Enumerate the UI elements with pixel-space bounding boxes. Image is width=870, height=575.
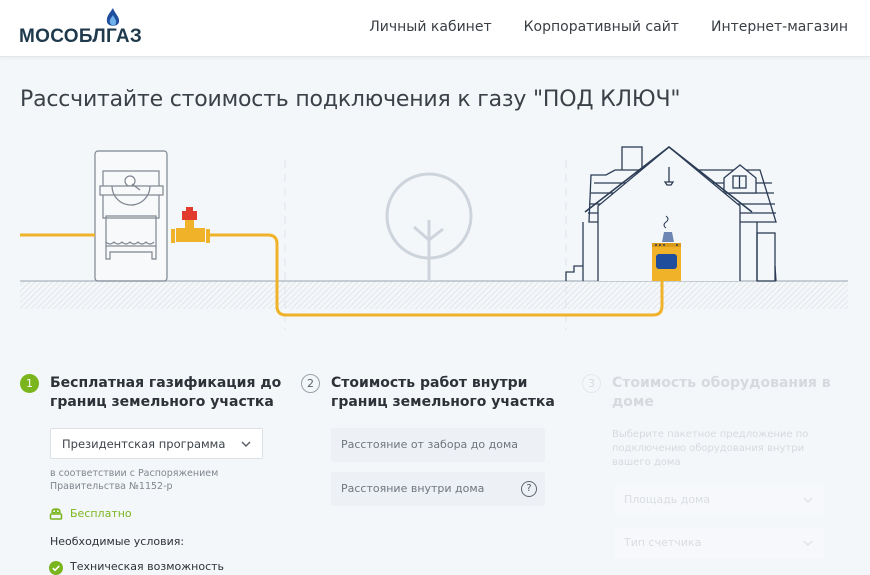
program-select-value: Президентская программа (62, 437, 226, 451)
nav-link-personal-account[interactable]: Личный кабинет (369, 19, 492, 35)
meter-type-select[interactable]: Тип счетчика (614, 528, 824, 558)
desc-line1: Выберите пакетное предложение по (612, 429, 809, 440)
step-title-line2: доме (612, 394, 654, 410)
gas-meter-cabinet-icon (94, 150, 168, 282)
step-title-line1: Стоимость оборудования в (612, 375, 831, 391)
select-placeholder: Площадь дома (624, 493, 711, 506)
valve-icon (171, 207, 210, 243)
house-area-select[interactable]: Площадь дома (614, 485, 824, 515)
step-number-badge: 3 (582, 374, 601, 393)
top-nav: Личный кабинет Корпоративный сайт Интерн… (369, 19, 848, 35)
desc-line3: вашего дома (612, 457, 681, 468)
wallet-free-icon (49, 508, 63, 520)
input-placeholder: Расстояние внутри дома (341, 482, 485, 495)
note-line2: Правительства №1152-р (50, 481, 173, 492)
equipment-description: Выберите пакетное предложение по подключ… (612, 428, 808, 470)
stove-icon (652, 215, 681, 281)
gas-connection-illustration (20, 145, 848, 330)
flame-icon (106, 8, 120, 26)
chevron-down-icon (241, 441, 251, 447)
regulation-note: в соответствии с Распоряжением Правитель… (50, 467, 218, 493)
help-question-icon[interactable]: ? (521, 481, 537, 497)
nav-link-online-store[interactable]: Интернет-магазин (710, 19, 848, 35)
fence-to-house-distance-input[interactable]: Расстояние от забора до дома (331, 428, 545, 462)
nav-link-corporate-site[interactable]: Корпоративный сайт (523, 19, 679, 35)
inside-house-distance-input[interactable]: Расстояние внутри дома ? (331, 472, 545, 506)
input-placeholder: Расстояние от забора до дома (341, 438, 518, 451)
price-free-label: Бесплатно (70, 507, 132, 520)
tree-icon (385, 172, 473, 281)
site-header: МОСОБЛГАЗ Личный кабинет Корпоративный с… (0, 0, 870, 57)
chevron-down-icon (803, 497, 813, 503)
select-placeholder: Тип счетчика (624, 536, 702, 549)
logo-text: МОСОБЛГАЗ (19, 26, 143, 47)
step-title-line2: границ земельного участка (331, 394, 555, 410)
page-title: Рассчитайте стоимость подключения к газу… (20, 87, 681, 112)
ground-hatch (20, 281, 848, 309)
step-number-badge: 1 (20, 374, 39, 393)
condition-item: Техническая возможность (70, 560, 225, 573)
step-number-badge: 2 (301, 374, 320, 393)
check-circle-icon (49, 561, 63, 575)
step-title-line1: Стоимость работ внутри (331, 375, 528, 391)
conditions-label: Необходимые условия: (50, 535, 185, 548)
note-line1: в соответствии с Распоряжением (50, 468, 219, 479)
step-title-line2: границ земельного участка (50, 394, 274, 410)
house-icon (565, 145, 777, 282)
chevron-down-icon (803, 540, 813, 546)
desc-line2: подключению оборудования внутри (612, 443, 805, 454)
step-title-line1: Бесплатная газификация до (50, 375, 282, 391)
program-select[interactable]: Президентская программа (50, 428, 263, 459)
